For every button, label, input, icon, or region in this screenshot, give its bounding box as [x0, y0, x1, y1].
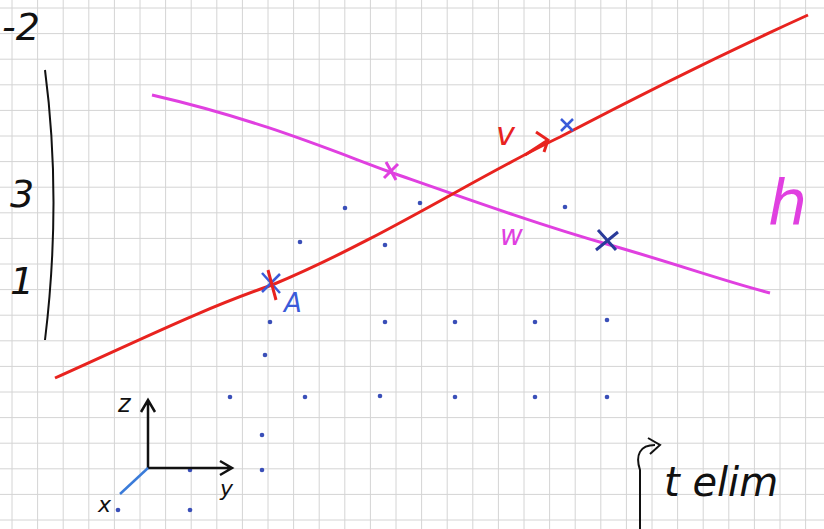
lattice-dot [298, 240, 303, 245]
point-mark [596, 230, 618, 250]
x-axis [120, 468, 148, 494]
matrix-entry: -2 [2, 8, 40, 46]
line-g [55, 15, 808, 378]
vector-label: w [500, 222, 523, 250]
grid-line [0, 520, 824, 521]
grid-line [0, 417, 824, 418]
lattice-dot [303, 395, 308, 400]
lattice-dot [453, 320, 458, 325]
lattice-dot [228, 395, 233, 400]
grid-line [0, 289, 824, 290]
direction-arrow [525, 132, 548, 155]
lattice-dot [605, 395, 610, 400]
matrix-entry: 1 [10, 262, 34, 300]
lattice-dot [418, 201, 423, 206]
lattice-dot [533, 320, 538, 325]
point-label: A [284, 290, 302, 316]
lattice-dot [383, 243, 388, 248]
note: t elim [664, 462, 778, 502]
grid-line [0, 161, 824, 162]
axis-label: y [220, 478, 233, 500]
lattice-dot [260, 468, 265, 473]
grid-line [0, 340, 824, 341]
hook-arrow [638, 438, 660, 529]
grid-line [0, 8, 824, 9]
lattice-dot [343, 206, 348, 211]
lattice-dot [116, 508, 121, 513]
grid-line [0, 33, 824, 34]
grid-line [0, 212, 824, 213]
lattice-dot [563, 205, 568, 210]
point-mark [561, 119, 573, 131]
grid-line [0, 136, 824, 137]
matrix-bracket [45, 70, 54, 340]
y-axis [148, 461, 232, 475]
grid-line [0, 238, 824, 239]
line-h [152, 95, 770, 293]
line-label: h [768, 172, 807, 234]
grid-line [0, 187, 824, 188]
grid-line [0, 366, 824, 367]
lattice-dot [378, 394, 383, 399]
axis-label: z [118, 392, 131, 416]
lattice-dot [260, 433, 265, 438]
vector-label: v [496, 118, 515, 150]
grid-line [0, 84, 824, 85]
axis-label: x [98, 494, 111, 516]
z-axis [141, 400, 155, 468]
lattice-dot [263, 353, 268, 358]
grid-line [0, 59, 824, 60]
lattice-dot [188, 508, 193, 513]
grid-line [0, 315, 824, 316]
lattice-dot [453, 395, 458, 400]
grid-line [0, 443, 824, 444]
lattice-dot [383, 320, 388, 325]
matrix-entry: 3 [10, 175, 34, 213]
lattice-dot [533, 395, 538, 400]
lattice-dot [605, 318, 610, 323]
grid-line [0, 110, 824, 111]
lattice-dot [268, 320, 273, 325]
lattice-dots [116, 201, 610, 513]
grid-line [0, 264, 824, 265]
point-mark [384, 162, 398, 180]
point-a-mark [268, 270, 276, 300]
